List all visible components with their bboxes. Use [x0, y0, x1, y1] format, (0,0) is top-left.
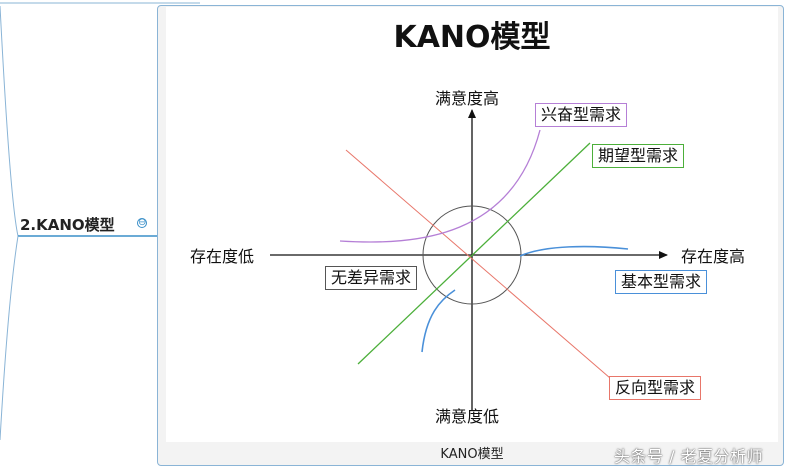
- image-caption: KANO模型: [440, 447, 504, 462]
- collapse-icon[interactable]: ⊖: [137, 217, 147, 228]
- axis-label-top: 满意度高: [435, 89, 500, 108]
- reverse-line: [345, 149, 611, 379]
- axis-label-bottom: 满意度低: [435, 407, 500, 426]
- node-label: 2.KANO模型: [20, 215, 115, 234]
- mindmap-node-kano[interactable]: 2.KANO模型: [20, 212, 150, 236]
- label-must-be: 基本型需求: [615, 270, 708, 294]
- performance-line: [357, 142, 591, 365]
- watermark: 头条号 / 老夏分析师: [614, 447, 764, 466]
- axis-label-right: 存在度高: [681, 247, 746, 266]
- diagram-title: KANO模型: [393, 20, 551, 55]
- must-be-curve-lower: [421, 289, 456, 353]
- label-exciting: 兴奋型需求: [535, 103, 628, 127]
- must-be-curve-upper: [519, 245, 629, 257]
- label-reverse: 反向型需求: [609, 376, 702, 400]
- exciting-curve: [339, 129, 541, 243]
- label-indifferent: 无差异需求: [325, 266, 418, 290]
- axis-label-left: 存在度低: [190, 247, 255, 266]
- label-performance: 期望型需求: [592, 144, 685, 168]
